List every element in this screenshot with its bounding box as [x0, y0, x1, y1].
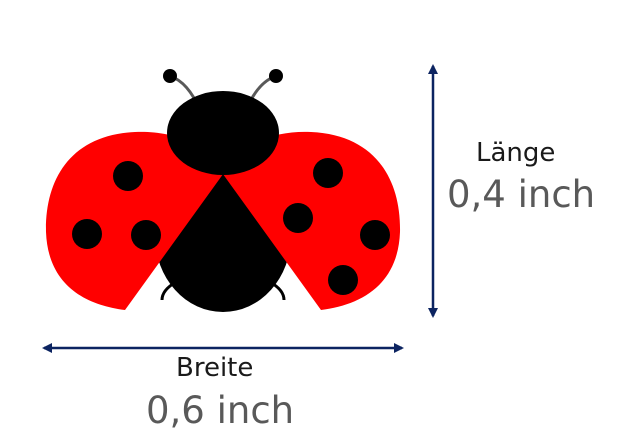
length-label: Länge — [476, 138, 556, 168]
right-wing-spot — [360, 220, 390, 250]
right-wing-spot — [313, 158, 343, 188]
length-value: 0,4 inch — [447, 173, 596, 216]
left-wing-spot — [72, 219, 102, 249]
width-value: 0,6 inch — [146, 389, 295, 432]
left-wing-spot — [131, 220, 161, 250]
right-wing-spot — [328, 265, 358, 295]
ladybug-head — [167, 91, 279, 175]
left-wing-spot — [113, 161, 143, 191]
left-wing — [45, 131, 226, 310]
width-label: Breite — [176, 353, 254, 383]
left-antenna-tip — [163, 69, 177, 83]
right-antenna-tip — [269, 69, 283, 83]
right-wing-spot — [283, 203, 313, 233]
ladybug-icon — [45, 69, 401, 312]
